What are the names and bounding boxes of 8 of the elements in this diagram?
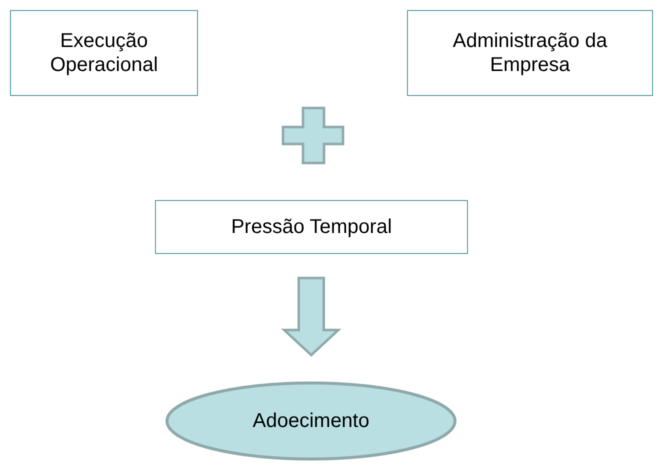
node-label: Adoecimento bbox=[252, 409, 370, 433]
block-arrow bbox=[281, 276, 342, 357]
text-box bbox=[407, 10, 653, 96]
text-box bbox=[10, 10, 198, 96]
node-label: Execução Operacional bbox=[49, 29, 159, 77]
node-label: Administração da Empresa bbox=[452, 29, 608, 77]
text-box bbox=[155, 200, 468, 254]
node-label: Pressão Temporal bbox=[231, 215, 392, 239]
